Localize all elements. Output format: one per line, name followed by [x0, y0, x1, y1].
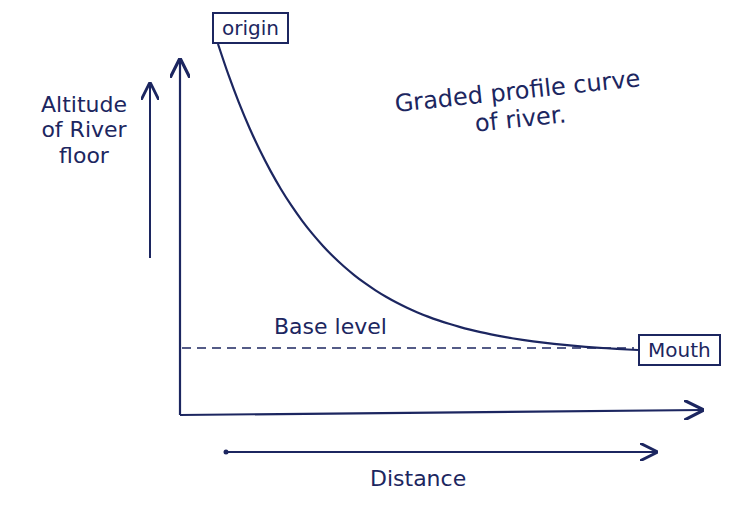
x-axis: [180, 410, 702, 415]
mouth-box: Mouth: [638, 334, 721, 366]
base-level-line: [182, 347, 634, 349]
altitude-arrow: [149, 84, 151, 258]
y-axis: [179, 60, 181, 415]
box-text: origin: [222, 16, 279, 40]
arrow-tail-dot: [224, 450, 229, 455]
box-text: Mouth: [648, 338, 711, 362]
axis-label: Altitude of River floor: [30, 92, 138, 168]
curve-label: Graded profile curve of river.: [390, 65, 648, 146]
origin-box: origin: [212, 12, 289, 44]
distance-label: Distance: [368, 466, 468, 491]
distance-arrow: [226, 451, 656, 453]
base-level-label: Base level: [272, 314, 389, 339]
